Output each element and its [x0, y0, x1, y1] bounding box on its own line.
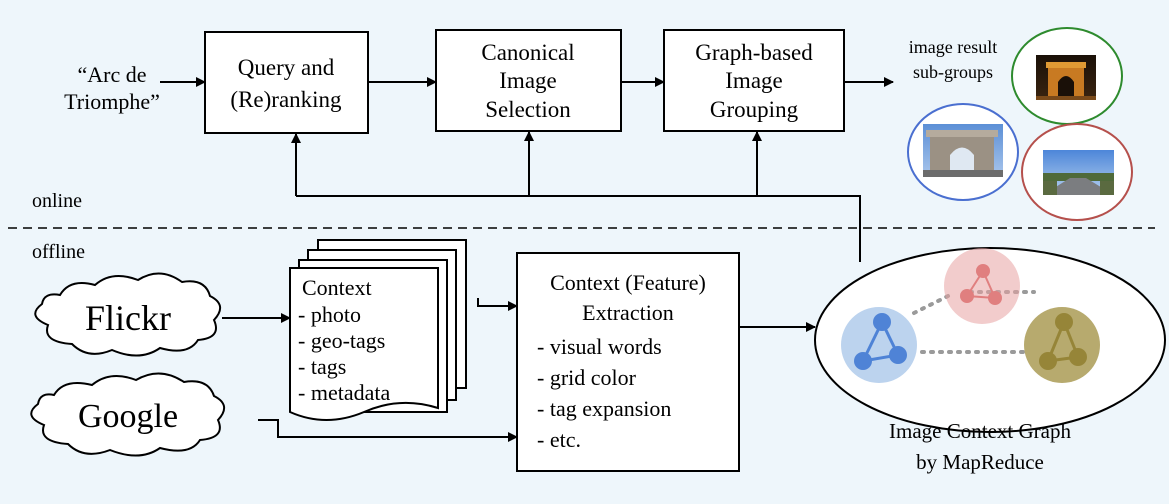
graph-edge-blue-red — [912, 292, 954, 315]
canonical-line-1: Canonical — [481, 40, 574, 65]
canonical-line-3: Selection — [485, 97, 571, 122]
context-doc-title: Context — [302, 275, 372, 300]
query-reranking-line-1: Query and — [238, 55, 335, 80]
result-label-line-1: image result — [909, 37, 997, 57]
result-group-avenue — [1021, 123, 1133, 221]
context-document-stack: Context - photo - geo-tags - tags - meta… — [289, 239, 467, 421]
avenue-photo — [1043, 150, 1114, 195]
context-item-geo-tags: - geo-tags — [298, 328, 385, 353]
result-label-line-2: sub-groups — [913, 62, 993, 82]
feature-extraction-box: Context (Feature) Extraction - visual wo… — [516, 252, 740, 472]
flickr-cloud: Flickr — [34, 272, 221, 357]
graph-label-line-2: by MapReduce — [916, 450, 1044, 474]
query-reranking-line-2: (Re)ranking — [230, 87, 342, 112]
offline-label: offline — [32, 241, 85, 263]
graph-cluster-blue — [841, 307, 917, 383]
extraction-item-visual-words: - visual words — [537, 334, 662, 359]
grouping-line-3: Grouping — [710, 97, 799, 122]
query-line-1: “Arc de — [77, 62, 146, 87]
graph-cluster-red — [944, 248, 1020, 324]
query-reranking-box: Query and (Re)ranking — [204, 31, 369, 134]
arc-day-photo — [923, 124, 1003, 177]
canonical-line-2: Image — [499, 68, 556, 93]
extraction-item-tag-expansion: - tag expansion — [537, 396, 671, 421]
result-group-night — [1011, 27, 1123, 125]
context-item-metadata: - metadata — [298, 380, 390, 405]
context-item-photo: - photo — [298, 302, 361, 327]
google-label: Google — [78, 398, 178, 435]
google-cloud: Google — [30, 372, 225, 457]
extraction-line-2: Extraction — [582, 300, 674, 325]
grouping-line-1: Graph-based — [695, 40, 813, 65]
graph-feedback-lines — [291, 131, 861, 262]
graph-grouping-box: Graph-based Image Grouping — [663, 29, 845, 132]
extraction-item-etc: - etc. — [537, 427, 581, 452]
flickr-label: Flickr — [85, 298, 171, 338]
arrow-google-to-extraction — [258, 419, 518, 442]
graph-label-line-1: Image Context Graph — [889, 419, 1071, 443]
canonical-selection-box: Canonical Image Selection — [435, 29, 622, 132]
graph-cluster-olive — [1024, 307, 1100, 383]
result-group-day — [907, 103, 1019, 201]
grouping-line-2: Image — [725, 68, 782, 93]
query-text: “Arc de Triomphe” — [64, 62, 160, 114]
query-line-2: Triomphe” — [64, 89, 160, 114]
extraction-line-1: Context (Feature) — [550, 270, 706, 295]
image-context-graph — [814, 247, 1166, 433]
context-item-tags: - tags — [298, 354, 346, 379]
result-label: image result sub-groups — [909, 37, 997, 82]
arc-night-photo — [1036, 55, 1096, 100]
extraction-item-grid-color: - grid color — [537, 365, 637, 390]
online-label: online — [32, 190, 82, 212]
graph-label: Image Context Graph by MapReduce — [889, 419, 1071, 474]
arrow-context-to-extraction — [477, 298, 518, 311]
